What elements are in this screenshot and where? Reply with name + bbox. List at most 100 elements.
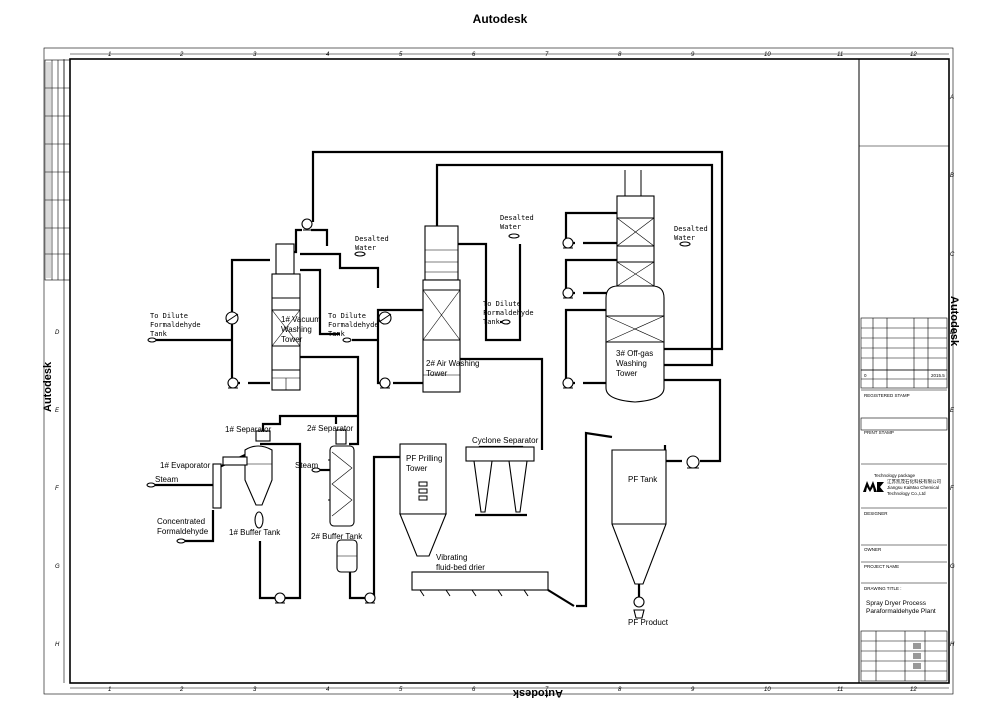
col-num-top: 3 [253,52,257,58]
label-vacuum-tower: Tower [281,335,303,344]
label-dilute-tank-3: Tank [483,318,501,326]
label-cyclone-separator: Cyclone Separator [472,436,539,445]
drawing-frame [43,47,954,695]
equipment-labels: 1# Vacuum Washing Tower 2# Air Washing T… [150,214,708,627]
pump-icon [686,455,700,469]
label-dilute-tank-2: To Dilute [328,312,366,320]
label-vibrating-drier: Vibrating [436,553,467,562]
label-concentrated-formaldehyde: Formaldehyde [157,527,209,536]
col-num-bottom: 10 [764,687,771,693]
row-letter-right: C [950,252,955,258]
page-title: Autodesk [472,12,528,26]
col-num-top: 6 [472,52,476,58]
label-vibrating-drier: fluid-bed drier [436,563,485,572]
company-name-en-2: Technology Co.,Ltd [887,491,926,496]
buffer-tank-1 [254,511,264,529]
label-offgas-tower: Washing [616,359,647,368]
col-num-bottom: 7 [545,687,549,693]
row-letter-right: F [950,486,954,492]
label-dilute-tank-2: Formaldehyde [328,321,379,329]
revision-date: 2015.5 [931,373,945,378]
heat-exchanger-icon [225,311,239,325]
pump-icon [562,377,574,389]
col-num-bottom: 1 [108,687,111,693]
label-dilute-tank-3: Formaldehyde [483,309,534,317]
label-air-tower: 2# Air Washing [426,359,480,368]
label-desalted-water-2: Desalted [500,214,534,222]
label-pf-product: PF Product [628,618,669,627]
separator-2 [328,429,355,527]
col-num-bottom: 11 [837,687,843,693]
label-prilling-tower: Tower [406,464,428,473]
company-name-cn: 江苏凯茂石化科技有限公司 [887,478,941,485]
label-concentrated-formaldehyde: Concentrated [157,517,205,526]
air-washing-tower [422,225,461,393]
row-letter-left: H [55,642,60,648]
label-offgas-tower: Tower [616,369,638,378]
label-dilute-tank-3: To Dilute [483,300,521,308]
cyclone-separator [465,446,535,517]
row-letters: A B C D E F G H D E F G H [55,95,955,648]
col-num-top: 1 [108,52,111,58]
col-num-top: 7 [545,52,549,58]
col-num-top: 4 [326,52,330,58]
row-letter-right: B [950,173,954,179]
registered-stamp: REGISTERED STAMP [864,393,910,398]
col-num-top: 9 [691,52,695,58]
label-dilute-tank-1: To Dilute [150,312,188,320]
col-num-bottom: 9 [691,687,695,693]
label-prilling-tower: PF Prilling [406,454,442,463]
label-desalted-water-3: Desalted [674,225,708,233]
label-steam-1: Steam [155,475,178,484]
technology-package: Technology package [874,473,916,478]
evaporator-1 [212,454,248,509]
col-num-bottom: 5 [399,687,403,693]
column-numbers: 1 2 3 4 5 6 7 8 9 10 11 12 1 2 3 4 5 6 7… [108,52,917,693]
label-desalted-water-1: Water [355,244,376,252]
pf-prilling-tower [399,443,447,557]
company-name-en-1: Jiangsu KaiMao Chemical [887,485,939,490]
pump-icon [274,592,286,604]
row-letter-left: G [55,564,60,570]
label-dilute-tank-1: Formaldehyde [150,321,201,329]
col-num-top: 8 [618,52,622,58]
label-vacuum-tower: Washing [281,325,312,334]
col-num-bottom: 6 [472,687,476,693]
pf-tank [611,449,667,619]
label-separator-1: 1# Separator [225,425,272,434]
pump-icon [379,377,391,389]
pump-icon [227,377,239,389]
pump-icon [562,287,574,299]
col-num-bottom: 3 [253,687,257,693]
revision-zero: 0 [864,373,867,378]
label-dilute-tank-1: Tank [150,330,168,338]
print-stamp: PRINT STAMP [864,430,894,435]
col-num-bottom: 2 [179,687,184,693]
row-letter-right: G [950,564,955,570]
drawing-title-line-1: Spray Dryer Process [866,600,927,607]
designer-label: DESIGNER [864,511,888,516]
buffer-tank-2 [336,539,358,573]
separator-1 [244,430,273,506]
company-logo-icon [863,481,884,492]
col-num-top: 2 [179,52,184,58]
label-steam-2: Steam [295,461,318,470]
label-desalted-water-1: Desalted [355,235,389,243]
process-pipes [155,150,724,608]
col-num-bottom: 8 [618,687,622,693]
drawing-title-label: DRAWING TITLE : [864,586,902,591]
row-letter-right: A [949,95,954,101]
row-letter-right: H [950,642,955,648]
heat-exchanger-icon [378,311,392,325]
row-letter-right: D [950,330,955,336]
bottom-watermark: Autodesk [512,687,563,699]
label-desalted-water-2: Water [500,223,521,231]
pipe-end-nozzles [146,233,691,544]
owner-label: OWNER [864,547,882,552]
label-pf-tank: PF Tank [628,475,658,484]
label-evaporator-1: 1# Evaporator [160,461,211,470]
label-separator-2: 2# Separator [307,424,354,433]
vacuum-washing-tower [271,243,301,391]
label-desalted-water-3: Water [674,234,695,242]
